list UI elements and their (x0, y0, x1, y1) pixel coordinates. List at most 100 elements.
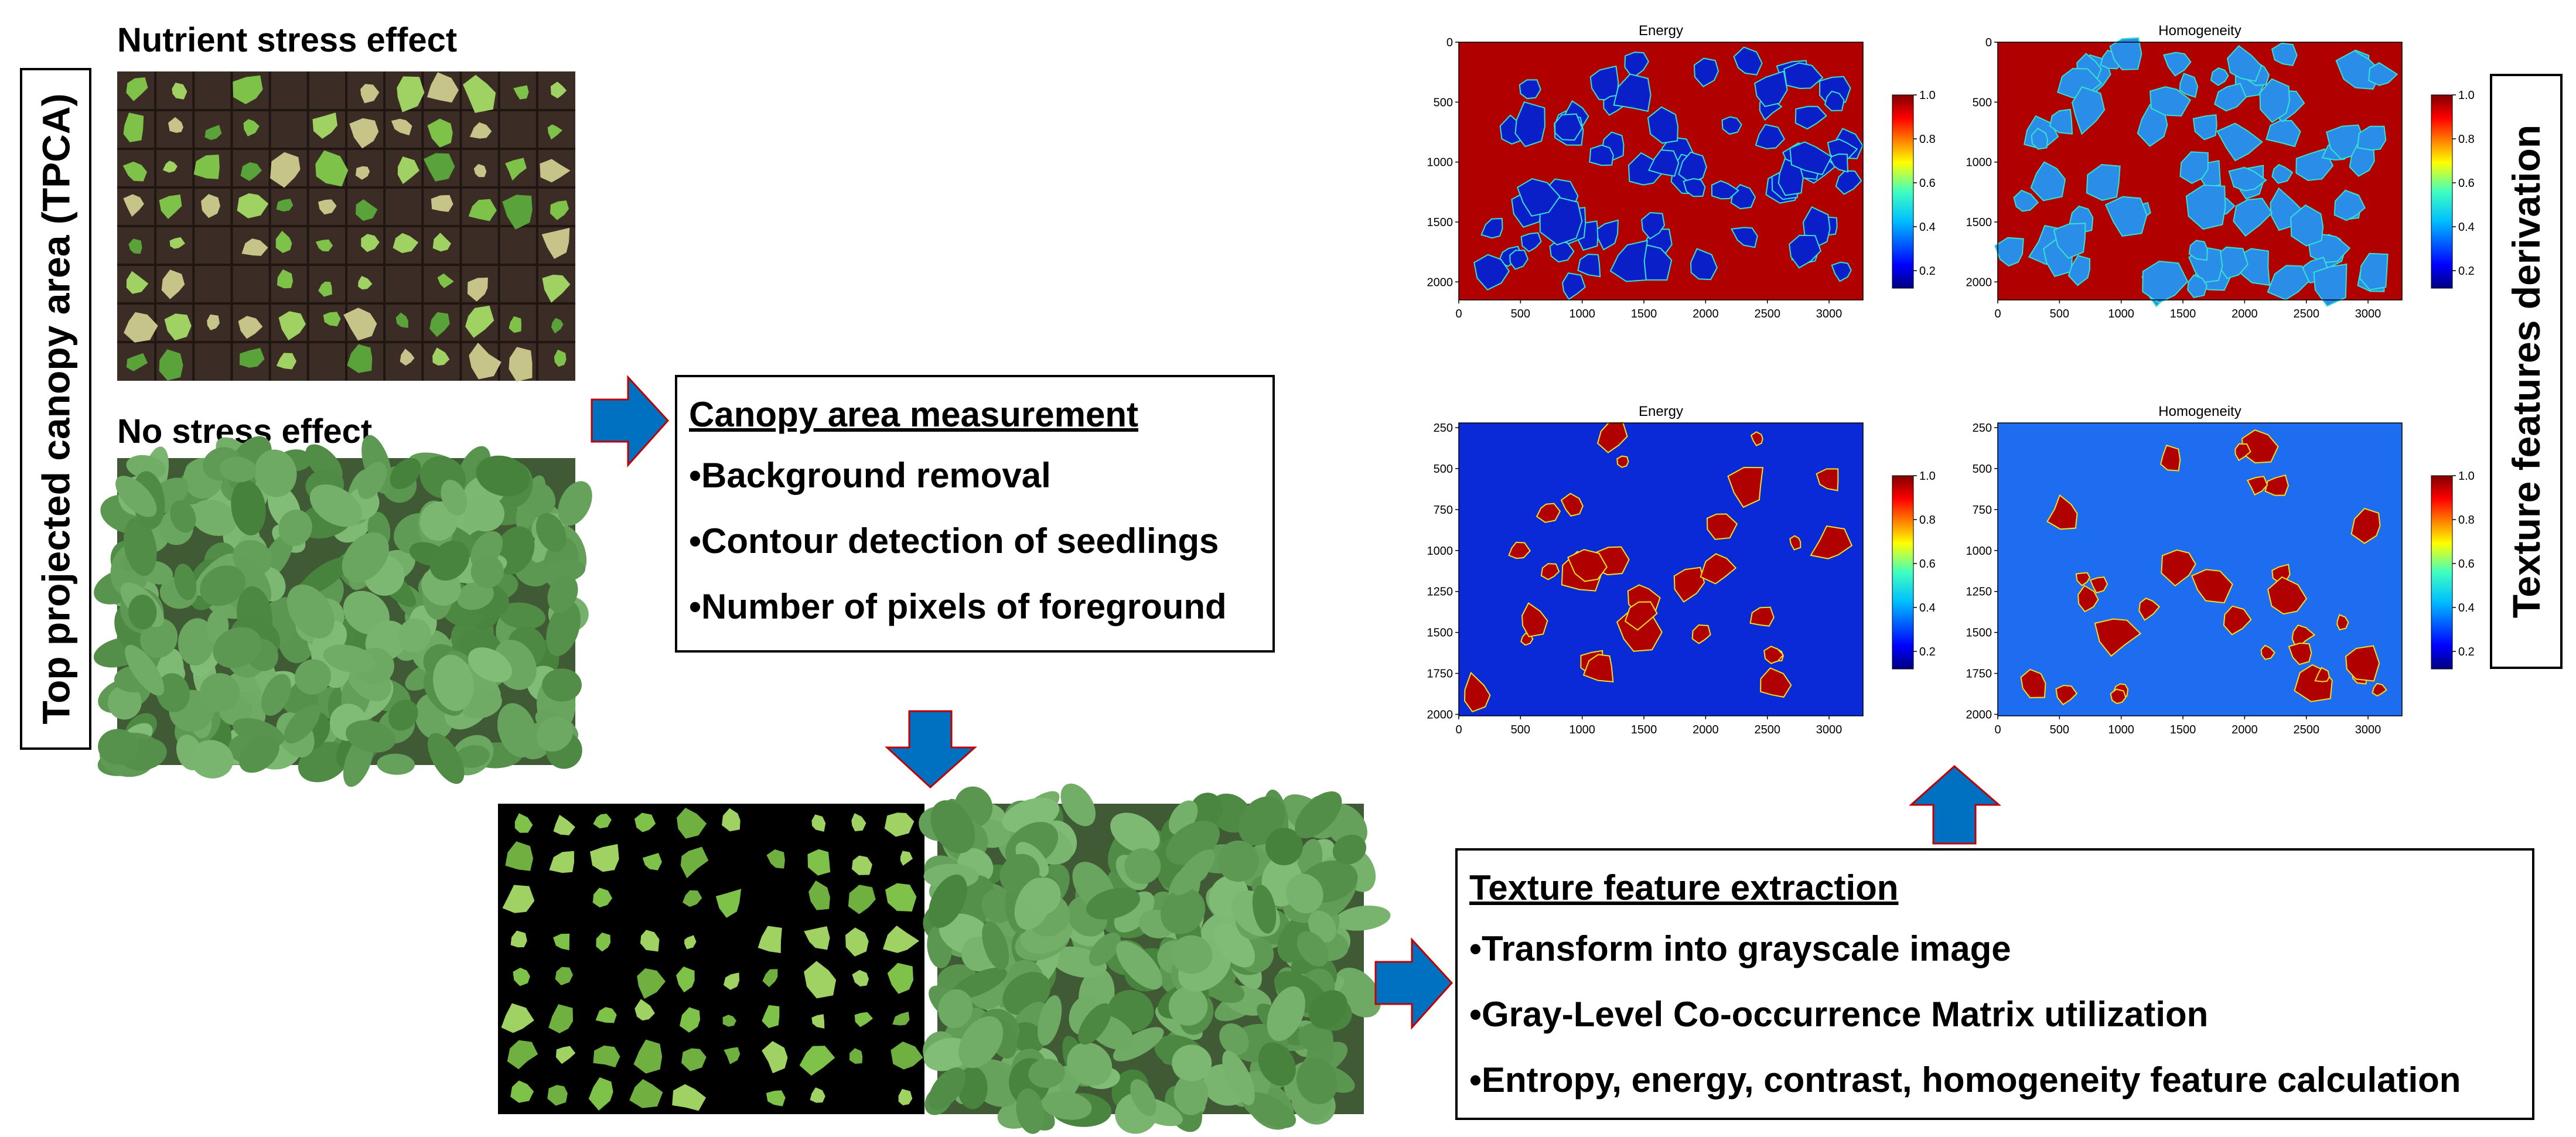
y-tick-label: 1250 (1427, 586, 1454, 599)
heatmap-blob (1700, 553, 1737, 585)
seedling-leaf (513, 85, 529, 100)
seedling-leaf (429, 312, 450, 337)
canopy-leaf (1078, 1003, 1111, 1045)
heatmap-blob (2267, 576, 2308, 615)
y-tick-label: 0 (1985, 36, 1992, 49)
canopy-leaf (1086, 887, 1141, 920)
seedling-leaf (431, 194, 453, 212)
heatmap-blob (2077, 585, 2099, 613)
canopy-leaf (958, 1016, 1004, 1068)
seedling-leaf (510, 1080, 534, 1103)
heatmap-svg: Homogeneity25050075010001250150017502000… (1966, 404, 2475, 736)
seedling-leaf (852, 969, 869, 986)
x-tick-label: 500 (2050, 723, 2069, 736)
canopy-leaf (231, 480, 266, 535)
heatmap-blob (1706, 513, 1738, 540)
seedling-leaf (887, 962, 913, 994)
canopy-leaf (1060, 783, 1096, 827)
seedling-leaf (554, 349, 567, 367)
seedling-leaf (169, 237, 185, 249)
canopy-leaf (1160, 888, 1206, 934)
tpca-label-box: Top projected canopy area (TPCA) (20, 68, 91, 750)
seedling-leaf (885, 883, 917, 912)
heatmap-blob (2260, 644, 2275, 660)
y-tick-label: 0 (1446, 36, 1453, 49)
canopy-leaf (1116, 941, 1162, 990)
canopy-leaf (1016, 1088, 1045, 1134)
heatmap-blob (2067, 255, 2091, 286)
y-tick-label: 500 (1973, 463, 1992, 476)
seedling-leaf (509, 316, 521, 333)
canopy-leaf (1219, 1023, 1249, 1056)
heatmap-blob (1721, 116, 1742, 135)
seedling-leaf (161, 269, 185, 299)
down-arrow-icon (885, 710, 977, 789)
seedling-leaf (550, 200, 569, 220)
heatmap-blob (1810, 525, 1853, 559)
seedling-leaf (204, 125, 222, 140)
heatmap-blob (1731, 227, 1758, 248)
y-tick-label: 1500 (1427, 627, 1454, 640)
canopy-leaf (1172, 849, 1215, 895)
heatmap-blob (1641, 211, 1666, 240)
seedling-leaf (555, 967, 573, 986)
texture-step-grayscale: •Transform into grayscale image (1469, 929, 2011, 968)
colorbar-tick-label: 0.6 (2458, 177, 2475, 190)
heatmap-blob (1516, 178, 1561, 217)
canopy-leaf (156, 673, 190, 712)
seedling-leaf (349, 118, 379, 149)
canopy-leaf (1067, 1042, 1113, 1086)
colorbar-tick-label: 1.0 (1919, 89, 1936, 102)
x-tick-label: 2500 (1754, 308, 1780, 320)
heatmap-blob (1763, 646, 1785, 664)
canopy-leaf (1028, 1059, 1065, 1088)
colorbar-tick-label: 0.6 (1919, 558, 1936, 571)
x-tick-label: 3000 (1816, 723, 1843, 736)
segmented-stress-photo (498, 804, 924, 1114)
seedling-leaf (473, 163, 487, 177)
heatmap-blob (2336, 614, 2349, 631)
y-tick-label: 750 (1973, 504, 1992, 517)
tpca-label: Top projected canopy area (TPCA) (34, 93, 78, 725)
heatmap-blob (1828, 153, 1849, 173)
seedling-leaf (722, 1015, 736, 1027)
canopy-leaf (390, 458, 421, 489)
canopy-leaf (468, 647, 512, 682)
y-tick-label: 1000 (1427, 545, 1454, 558)
x-tick-label: 3000 (1816, 308, 1843, 320)
heatmap-blob (2161, 549, 2196, 587)
y-tick-label: 1500 (1427, 216, 1454, 229)
canopy-measurement-box: Canopy area measurement •Background remo… (675, 375, 1275, 653)
canopy-leaf (107, 685, 142, 720)
heatmap-blob (2071, 86, 2106, 135)
heatmap-blob (2138, 597, 2161, 622)
seedling-leaf (343, 308, 377, 341)
colorbar-tick-label: 0.4 (1919, 221, 1936, 234)
seedling-leaf (276, 353, 296, 370)
heatmap-blob (2094, 618, 2142, 657)
seedling-leaf (172, 83, 187, 100)
seedling-leaf (677, 807, 707, 839)
canopy-leaf (178, 618, 215, 666)
canopy-leaf (1296, 1058, 1338, 1105)
heatmap-title: Energy (1639, 23, 1683, 39)
heatmap-blob (2345, 645, 2380, 682)
y-tick-label: 1250 (1966, 586, 1992, 599)
seedling-leaf (360, 84, 380, 104)
canopy-leaf (219, 456, 257, 483)
heatmap-blob (1789, 535, 1802, 551)
canopy-leaf (1038, 995, 1062, 1046)
seedling-leaf (278, 311, 306, 340)
canopy-leaf (140, 618, 178, 658)
x-tick-label: 3000 (2355, 723, 2381, 736)
heatmap-blob (1514, 101, 1545, 148)
seedling-leaf (762, 1041, 788, 1074)
y-tick-label: 250 (1973, 422, 1992, 435)
canopy-leaf (1285, 873, 1323, 914)
canopy-leaf (342, 532, 389, 583)
seedling-leaf (240, 162, 262, 182)
heatmap-blob (1693, 57, 1719, 87)
heatmap-blob (2053, 223, 2086, 259)
seedling-leaf (892, 1012, 910, 1026)
